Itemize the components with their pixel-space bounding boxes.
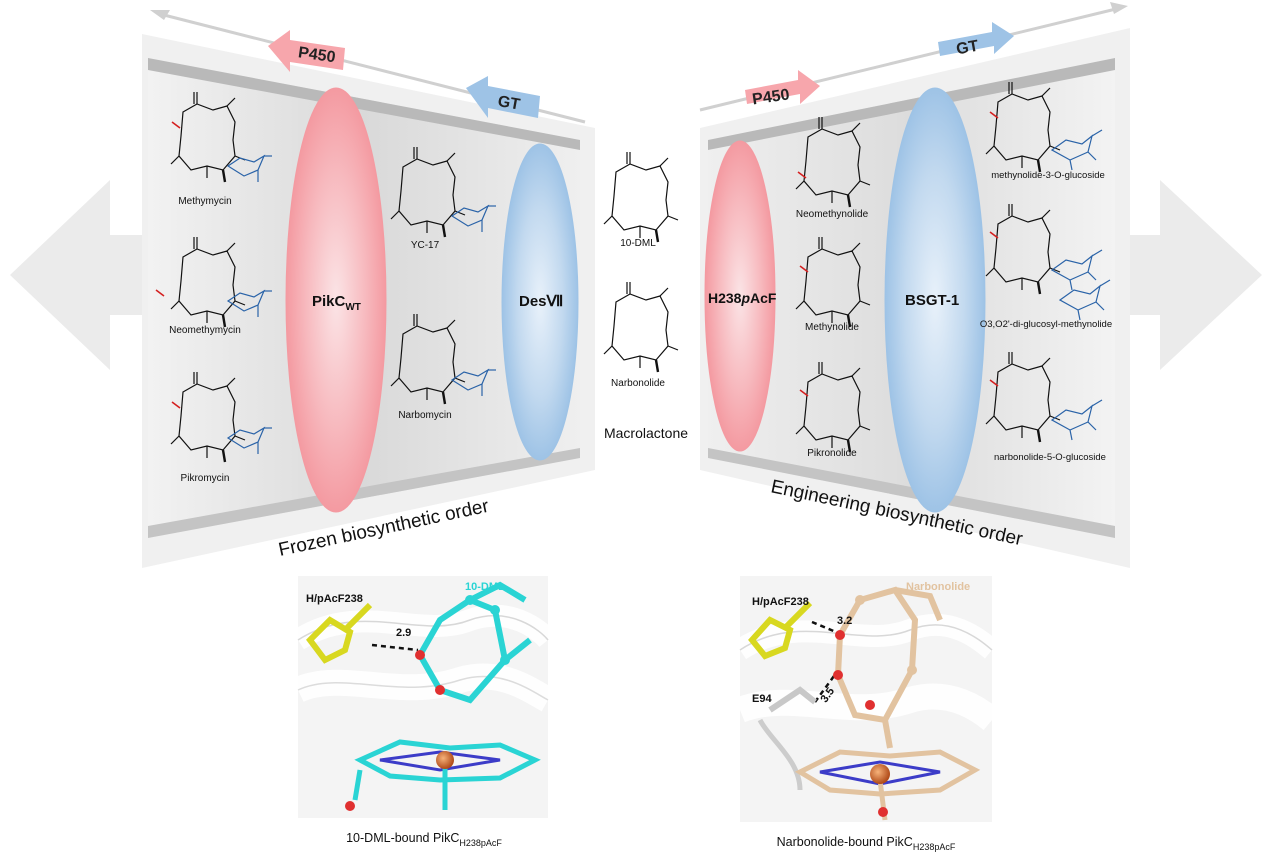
left-crystal-structure: H/pAcF238 10-DML 2.9 <box>292 576 557 818</box>
narbonolide-structure <box>602 280 680 374</box>
left-structure-caption: 10-DML-bound PikCH238pAcF <box>346 831 502 848</box>
compound-label-methymycin: Methymycin <box>178 196 231 207</box>
right-residue-label: H/pAcF238 <box>752 596 809 608</box>
left-p450-arrow: P450 <box>268 30 345 72</box>
left-gt-label: GT <box>496 93 521 114</box>
right-background-arrow <box>1120 180 1262 370</box>
compound-label-pikronolide: Pikronolide <box>807 448 857 459</box>
left-ligand-label: 10-DML <box>465 581 505 593</box>
left-p450-label: P450 <box>297 44 336 66</box>
pikc-wt-ellipse <box>285 87 387 513</box>
compound-label-yc17: YC-17 <box>411 240 440 251</box>
macrolactone-label: Macrolactone <box>604 425 688 441</box>
left-gt-arrow: GT <box>466 76 540 118</box>
right-p450-label: P450 <box>751 86 790 108</box>
right-crystal-structure: H/pAcF238 Narbonolide E94 3.2 3.5 <box>733 576 1001 822</box>
compound-label-methynolide: Methynolide <box>805 322 859 333</box>
right-p450-arrow: P450 <box>745 70 820 108</box>
compound-label-10-dml: 10-DML <box>620 238 656 249</box>
right-ligand-label: Narbonolide <box>906 581 970 593</box>
compound-label-pikromycin: Pikromycin <box>181 473 230 484</box>
h238pacf-ellipse <box>704 140 776 452</box>
compound-label-narbonolide: Narbonolide <box>611 378 665 389</box>
left-background-arrow <box>10 180 150 370</box>
bsgt1-label: BSGT-1 <box>905 292 959 309</box>
compound-label-neomethynolide: Neomethynolide <box>796 209 869 220</box>
left-residue-label: H/pAcF238 <box>306 593 363 605</box>
compound-label-diglucosyl-methynolide: O3,O2'-di-glucosyl-methynolide <box>980 319 1112 330</box>
h238pacf-label: H238pAcF <box>708 290 777 306</box>
compound-label-narbomycin: Narbomycin <box>398 410 451 421</box>
left-distance-label: 2.9 <box>396 627 411 639</box>
compound-label-neomethymycin: Neomethymycin <box>169 325 241 336</box>
compound-label-methynolide-3-o-glucoside: methynolide-3-O-glucoside <box>991 170 1105 181</box>
compound-label-narbonolide-5-o-glucoside: narbonolide-5-O-glucoside <box>994 452 1106 463</box>
10-dml-structure <box>602 150 680 244</box>
desvii-ellipse <box>501 143 579 461</box>
right-distance1-label: 3.2 <box>837 615 852 627</box>
right-structure-caption: Narbonolide-bound PikCH238pAcF <box>777 835 956 852</box>
bsgt1-ellipse <box>884 87 986 513</box>
right-gt-label: GT <box>955 38 980 59</box>
desvii-label: DesⅦ <box>519 293 563 310</box>
pikc-wt-label: PikCWT <box>312 293 361 313</box>
right-gt-arrow: GT <box>938 22 1014 58</box>
right-residue2-label: E94 <box>752 693 772 705</box>
